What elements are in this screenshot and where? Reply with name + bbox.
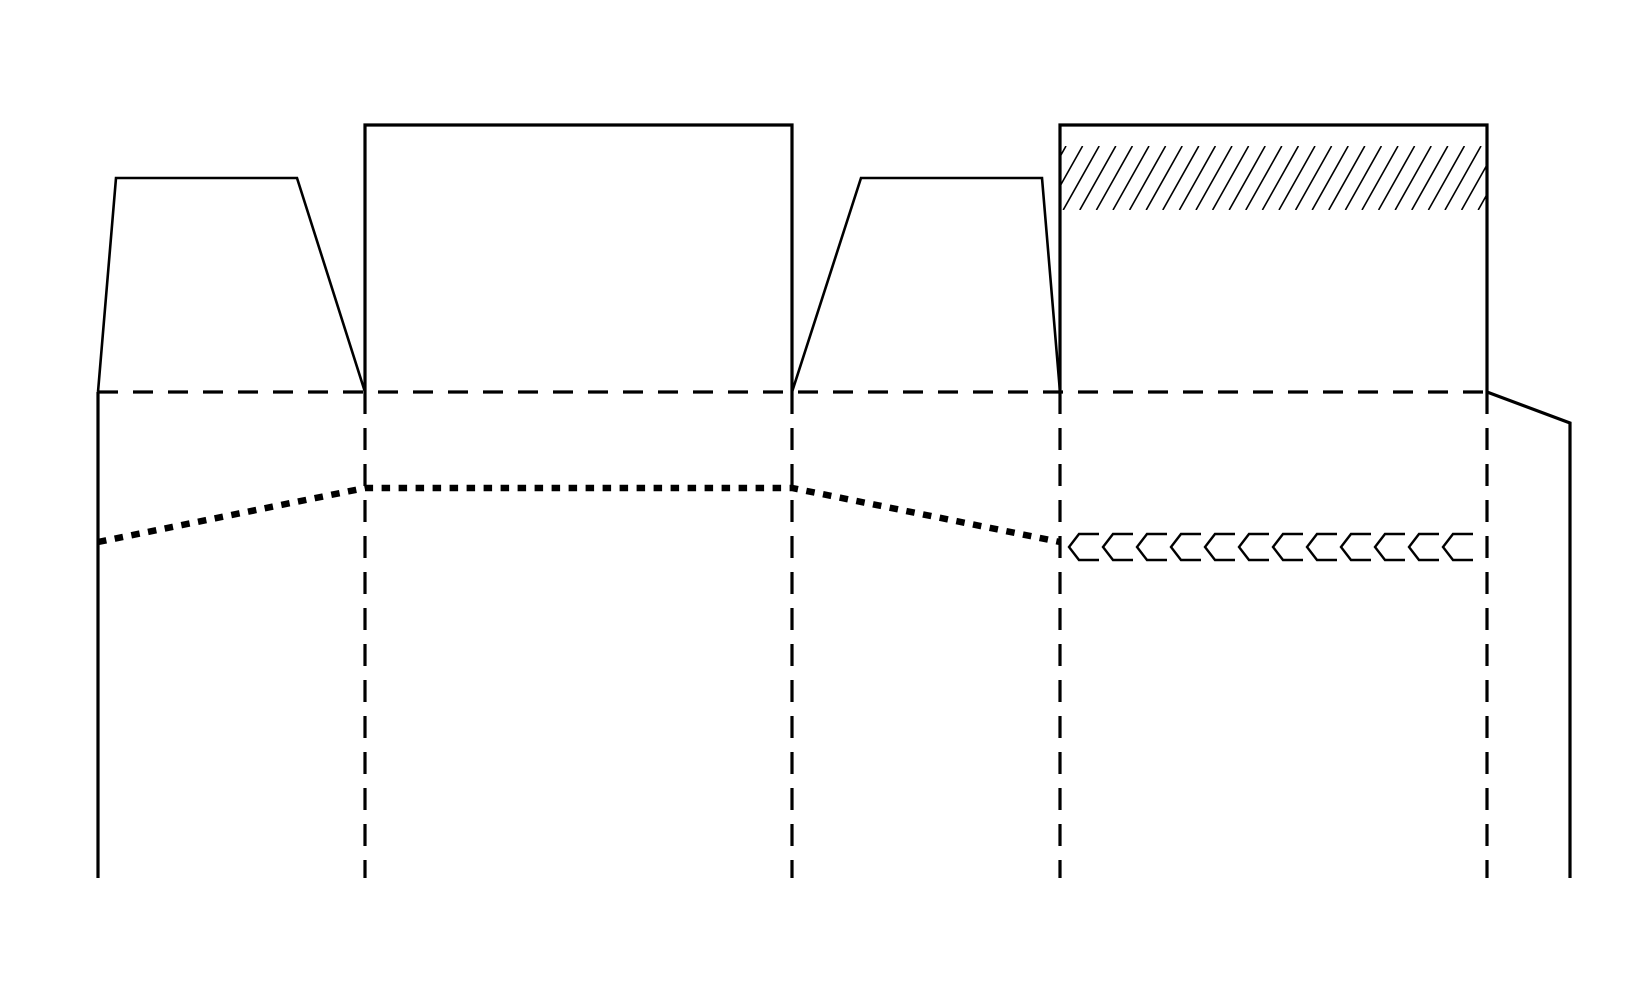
hatch-line xyxy=(1062,146,1100,210)
hatch-line xyxy=(1377,146,1416,210)
dust-flap-right xyxy=(790,176,1062,393)
hatch-line xyxy=(1195,146,1233,210)
hatch-line xyxy=(1128,146,1167,210)
hatch-line xyxy=(1079,146,1117,210)
zipper-notch xyxy=(1101,532,1133,562)
zipper-notch xyxy=(1305,532,1337,562)
hatch-line xyxy=(1394,146,1432,210)
zipper-notch xyxy=(1441,532,1473,562)
zipper-notch xyxy=(1067,532,1099,562)
zipper-notch xyxy=(1135,532,1167,562)
hatch-line xyxy=(1294,146,1333,210)
hatch-line xyxy=(1278,146,1316,210)
hatch-line xyxy=(1311,146,1349,210)
hatch-line xyxy=(1228,146,1266,210)
hatch-line xyxy=(1178,146,1217,210)
zipper-notch xyxy=(1237,532,1269,562)
dust-flap-left xyxy=(96,176,367,393)
hatch-line xyxy=(1162,146,1200,210)
zipper-notch xyxy=(1407,532,1439,562)
hatch-line xyxy=(1328,146,1366,210)
perforation-line xyxy=(97,484,1061,546)
hatch-line xyxy=(1112,146,1150,210)
hatch-line xyxy=(1245,146,1283,210)
hatch-line xyxy=(1211,146,1250,210)
top-flap-front xyxy=(363,123,794,392)
hatch-line xyxy=(1427,146,1466,210)
hatch-line xyxy=(1344,146,1383,210)
glue-tab-side xyxy=(1486,390,1572,878)
zipper-tear-strip xyxy=(1067,532,1473,562)
zipper-notch xyxy=(1271,532,1303,562)
zipper-notch xyxy=(1203,532,1235,562)
hatch-line xyxy=(1261,146,1300,210)
hatch-line xyxy=(1145,146,1183,210)
zipper-notch xyxy=(1373,532,1405,562)
top-flap-back xyxy=(1058,123,1489,392)
hatch-line xyxy=(1460,165,1486,210)
zipper-notch xyxy=(1169,532,1201,562)
glue-area-hatch xyxy=(1061,146,1564,210)
hatch-line xyxy=(1411,146,1449,210)
hatch-line xyxy=(1495,146,1531,210)
hatch-line xyxy=(1095,146,1134,210)
hatch-line xyxy=(1361,146,1399,210)
hatch-line xyxy=(1528,146,1564,210)
hatch-line xyxy=(1477,195,1486,210)
hatch-line xyxy=(1444,146,1482,210)
hatch-line xyxy=(1061,146,1084,186)
hatch-line xyxy=(1511,146,1547,210)
zipper-notch xyxy=(1339,532,1371,562)
